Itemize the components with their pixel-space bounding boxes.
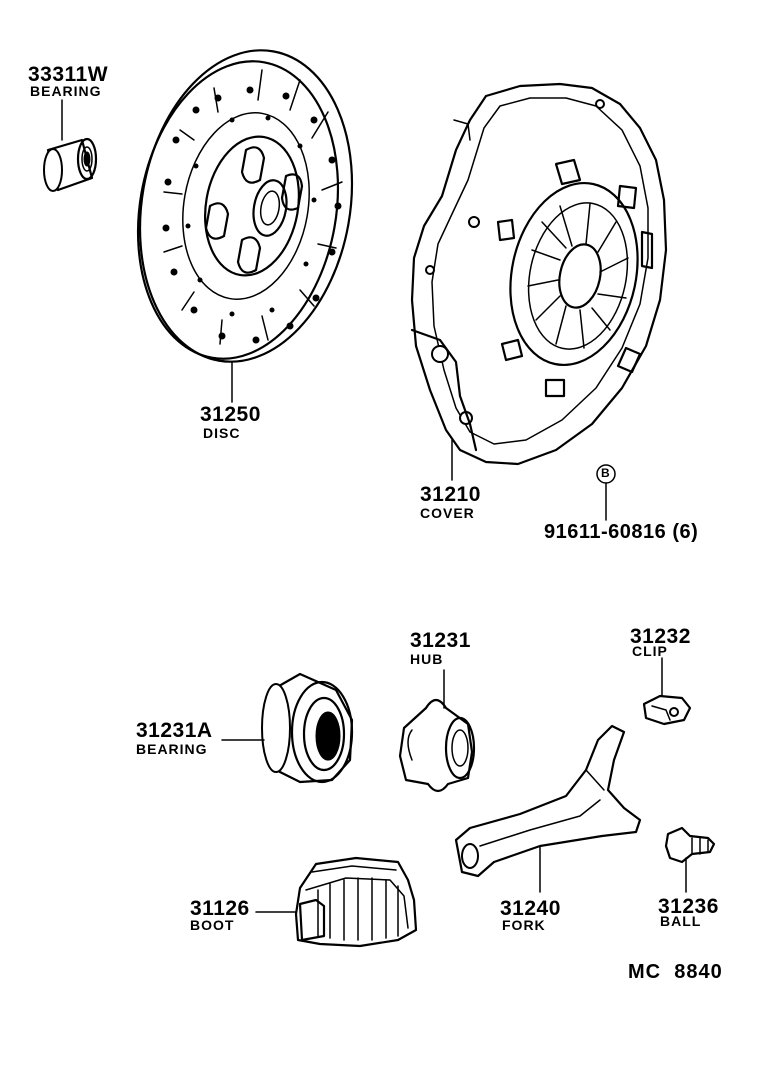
part-number-33311w: 33311W <box>28 63 109 86</box>
part-number-31231a: 31231A <box>136 719 213 742</box>
diagram-code: MC 8840 <box>628 961 723 983</box>
clip-drawing <box>642 694 692 726</box>
pilot-bearing-drawing <box>43 137 98 192</box>
part-number-31240: 31240 <box>500 897 561 920</box>
part-number-31232: 31232 <box>630 625 691 648</box>
boot-drawing <box>294 856 418 948</box>
part-name-disc: DISC <box>203 425 241 441</box>
clutch-cover-drawing <box>410 82 668 466</box>
clutch-disc-drawing <box>136 49 354 363</box>
part-name-hub: HUB <box>410 651 444 667</box>
ball-drawing <box>664 826 716 864</box>
part-number-31250: 31250 <box>200 403 261 426</box>
release-bearing-drawing <box>261 672 354 784</box>
hub-drawing <box>398 698 476 793</box>
part-number-31231: 31231 <box>410 629 471 652</box>
part-name-pilot-bearing: BEARING <box>30 83 102 99</box>
fork-drawing <box>454 724 642 878</box>
part-name-release-bearing: BEARING <box>136 741 208 757</box>
part-name-clip: CLIP <box>632 643 668 659</box>
part-number-31126: 31126 <box>190 897 250 920</box>
part-number-31236: 31236 <box>658 895 719 918</box>
part-name-boot: BOOT <box>190 917 235 933</box>
part-number-bolt: 91611-60816 (6) <box>544 521 699 543</box>
part-number-31210: 31210 <box>420 483 481 506</box>
part-name-ball: BALL <box>660 913 702 929</box>
part-name-fork: FORK <box>502 917 546 933</box>
part-name-cover: COVER <box>420 505 475 521</box>
bolt-marker-letter: B <box>601 466 610 480</box>
